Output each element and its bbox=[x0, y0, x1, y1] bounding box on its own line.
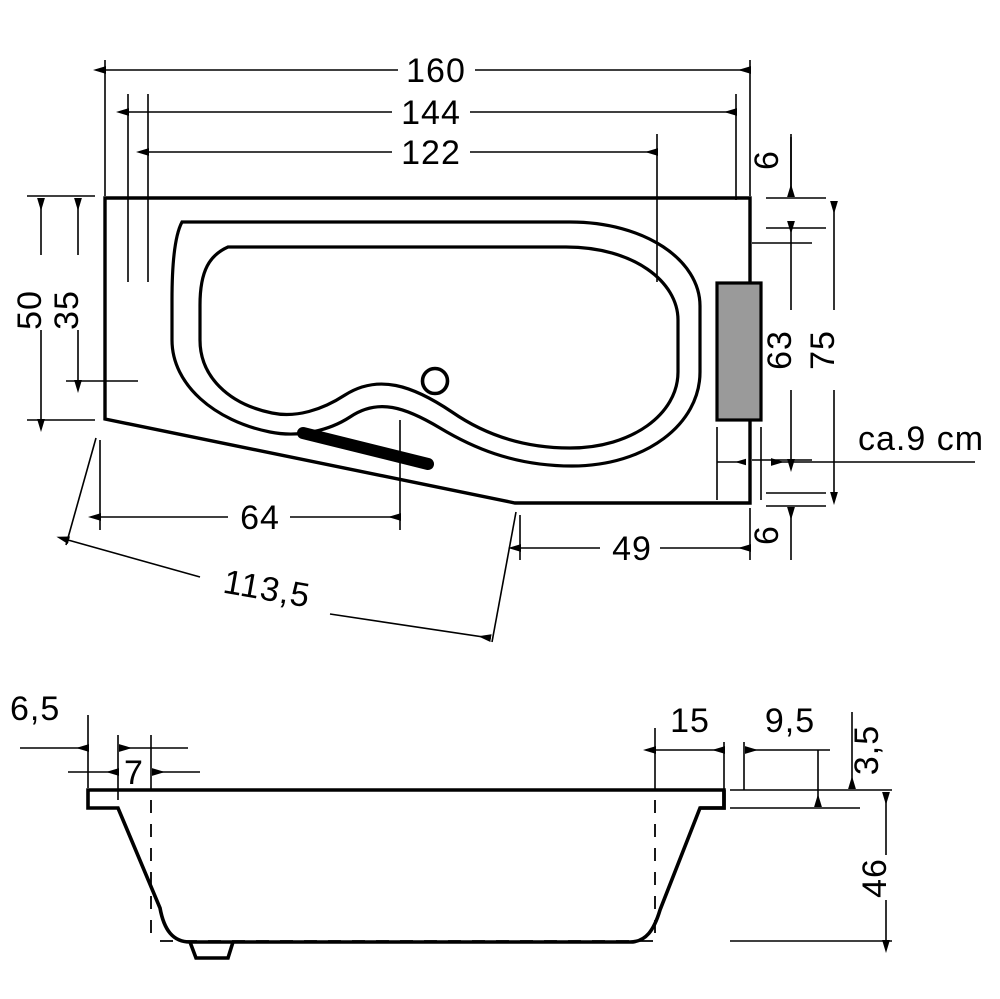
dim-6-top: 6 bbox=[748, 150, 786, 170]
overflow-slot bbox=[297, 427, 434, 470]
drain-hole-icon bbox=[420, 366, 450, 396]
dim-3-5: 3,5 bbox=[848, 725, 886, 775]
dim-15: 15 bbox=[670, 702, 710, 740]
section-view-group bbox=[86, 788, 726, 960]
section-dashed-refs bbox=[150, 800, 658, 942]
section-right-rim bbox=[700, 790, 726, 810]
dim-6-bottom: 6 bbox=[748, 525, 786, 545]
top-view-dimension-labels: 160 144 122 50 35 6 63 75 6 64 49 113,5 … bbox=[11, 52, 984, 616]
section-tub-profile bbox=[86, 788, 726, 944]
dim-7: 7 bbox=[124, 754, 144, 792]
dim-160: 160 bbox=[406, 52, 466, 90]
section-dimension-lines bbox=[20, 712, 892, 953]
tub-outer-rim bbox=[103, 196, 752, 505]
dim-50: 50 bbox=[11, 290, 49, 330]
section-dimension-labels: 6,5 7 15 9,5 3,5 46 bbox=[10, 690, 894, 898]
top-view-group bbox=[103, 196, 763, 505]
headrest-block bbox=[715, 281, 763, 422]
dim-46: 46 bbox=[856, 858, 894, 898]
tub-basin-inner-curve bbox=[198, 245, 680, 450]
dim-113-5: 113,5 bbox=[220, 563, 313, 616]
dim-49: 49 bbox=[612, 530, 652, 568]
dim-122: 122 bbox=[401, 134, 461, 172]
note-ca-9-cm: ca.9 cm bbox=[858, 420, 984, 458]
dim-63: 63 bbox=[761, 330, 799, 370]
section-bottom-notch bbox=[188, 941, 235, 960]
top-view-dimension-lines bbox=[27, 60, 975, 643]
dim-64: 64 bbox=[240, 499, 280, 537]
tub-basin-outer-curve bbox=[170, 220, 702, 468]
dim-6-5: 6,5 bbox=[10, 690, 60, 728]
dim-35: 35 bbox=[48, 290, 86, 330]
dim-75: 75 bbox=[804, 330, 842, 370]
dim-144: 144 bbox=[401, 94, 461, 132]
dim-9-5: 9,5 bbox=[765, 702, 815, 740]
